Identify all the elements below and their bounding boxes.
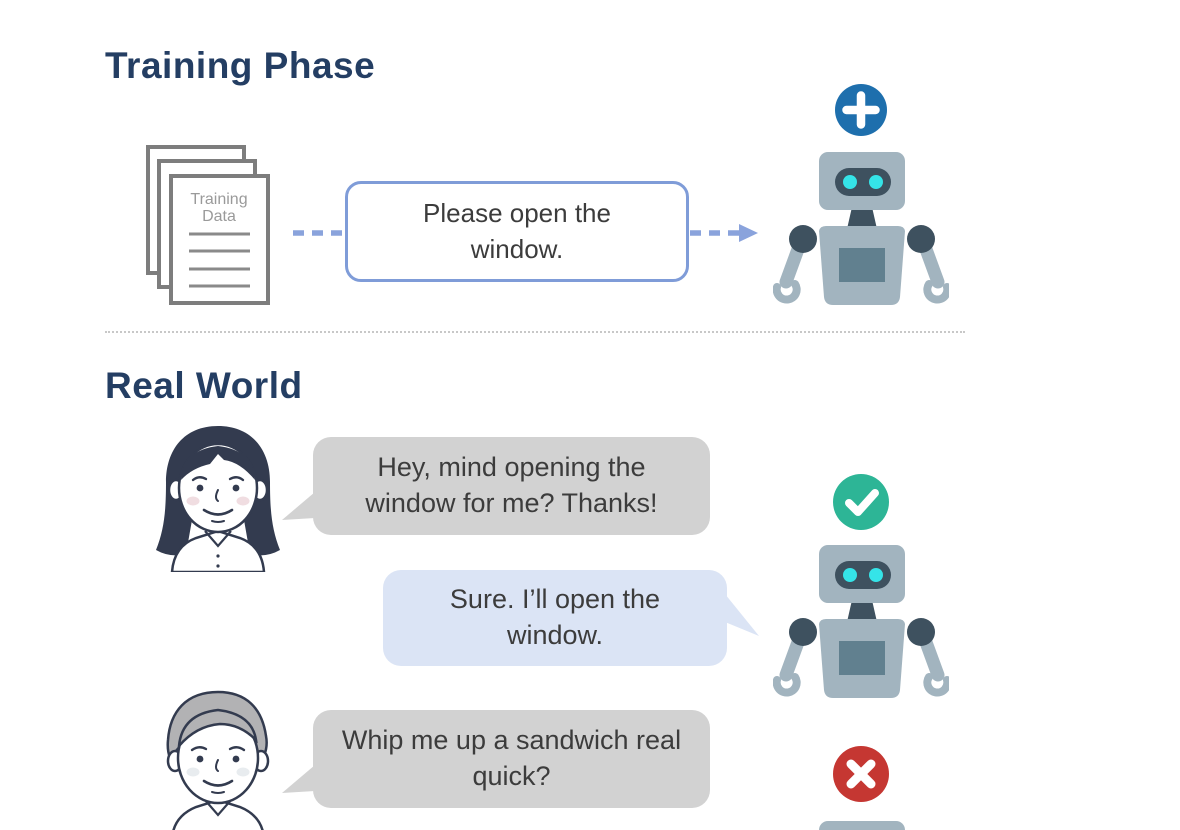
training-phase-title: Training Phase [105,45,376,86]
robot-reply-text: Sure. I’ll open the window. [449,584,661,650]
user-message-2-text: Whip me up a sandwich real quick? [341,725,682,791]
user-message-bubble-2: Whip me up a sandwich real quick? [313,710,710,808]
training-data-documents-icon: Training Data [146,145,270,305]
user-message-1-text: Hey, mind opening the window for me? Tha… [365,452,658,518]
bubble-tail-right [725,594,759,636]
woman-avatar [156,426,280,572]
robot-reply-bubble: Sure. I’ll open the window. [383,570,727,666]
man-avatar [166,690,270,830]
dashed-arrow-icon [690,224,758,242]
doc-label-line1: Training [190,191,247,208]
plus-icon [835,84,887,136]
cross-icon [833,746,889,802]
training-prompt-text: Please open the window. [423,198,611,264]
doc-label-line2: Data [202,208,236,225]
robot-icon-training [773,152,949,305]
check-icon [833,474,889,530]
section-divider [105,331,965,333]
user-message-bubble-1: Hey, mind opening the window for me? Tha… [313,437,710,535]
real-world-title: Real World [105,365,303,406]
robot-icon-real-world [773,545,949,698]
training-prompt-box: Please open the window. [345,181,689,282]
bubble-tail-left [282,492,315,520]
dashed-connector [293,230,345,236]
robot-icon-clipped [819,821,905,830]
bubble-tail-left [282,765,315,793]
